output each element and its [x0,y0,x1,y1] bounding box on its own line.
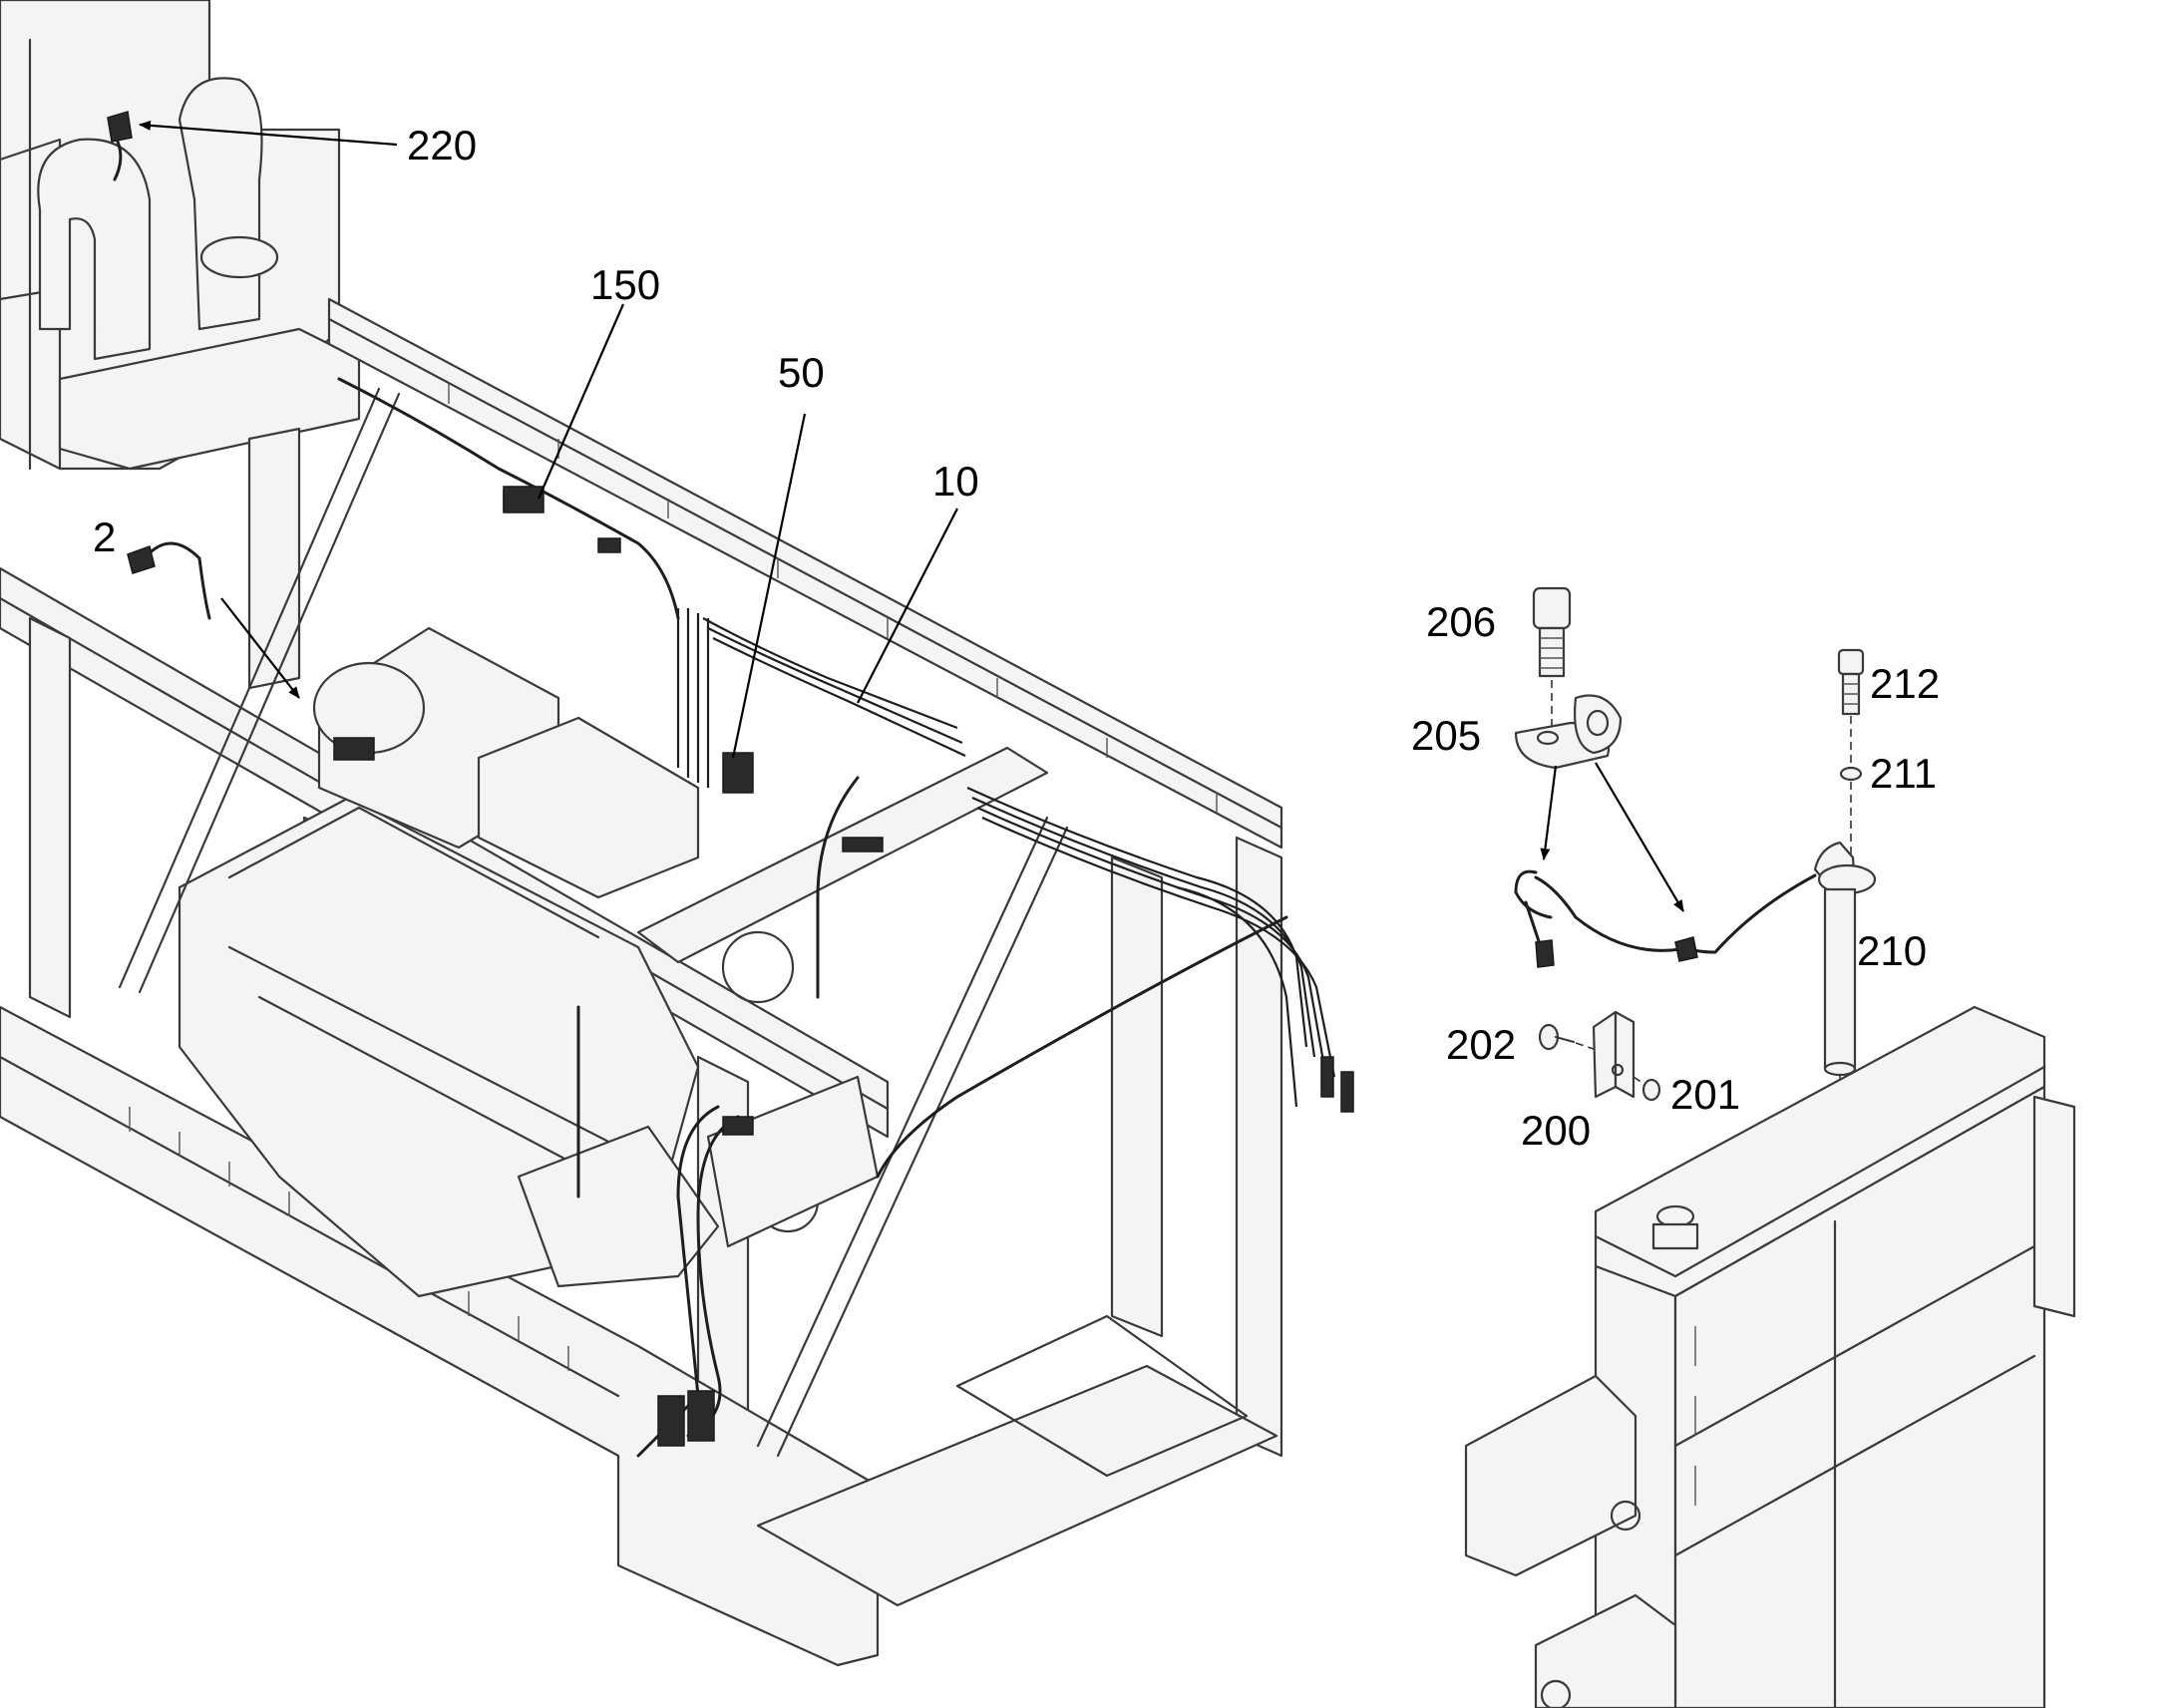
bracket-205 [1514,694,1623,770]
callout-labels: 220 150 50 10 2 206 205 212 211 210 202 … [93,122,1940,1154]
bracket-200 [1592,1010,1635,1099]
wiring-harness [107,111,1354,1458]
callout-210: 210 [1857,927,1927,974]
nut-201 [1641,1078,1661,1102]
callout-50: 50 [778,349,825,396]
callout-211: 211 [1870,750,1937,797]
bolt-206 [1532,586,1572,678]
callout-150: 150 [590,261,660,308]
leader-lines [139,120,1684,912]
bolt-212 [1837,648,1865,716]
screw-202 [1538,1023,1576,1051]
callout-220: 220 [407,122,477,169]
callout-201: 201 [1670,1071,1740,1118]
exploded-parts [1514,586,1877,1137]
callout-200: 200 [1521,1107,1591,1154]
callout-202: 202 [1446,1021,1516,1068]
callout-212: 212 [1870,660,1940,707]
callout-206: 206 [1426,598,1496,645]
callout-205: 205 [1411,712,1481,759]
chassis-frame [0,0,1283,1667]
callout-10: 10 [932,458,979,505]
callout-2: 2 [93,513,116,560]
radiator-assembly [1464,1005,2076,1708]
washer-211 [1839,766,1863,782]
sensor-210 [1813,841,1877,1077]
